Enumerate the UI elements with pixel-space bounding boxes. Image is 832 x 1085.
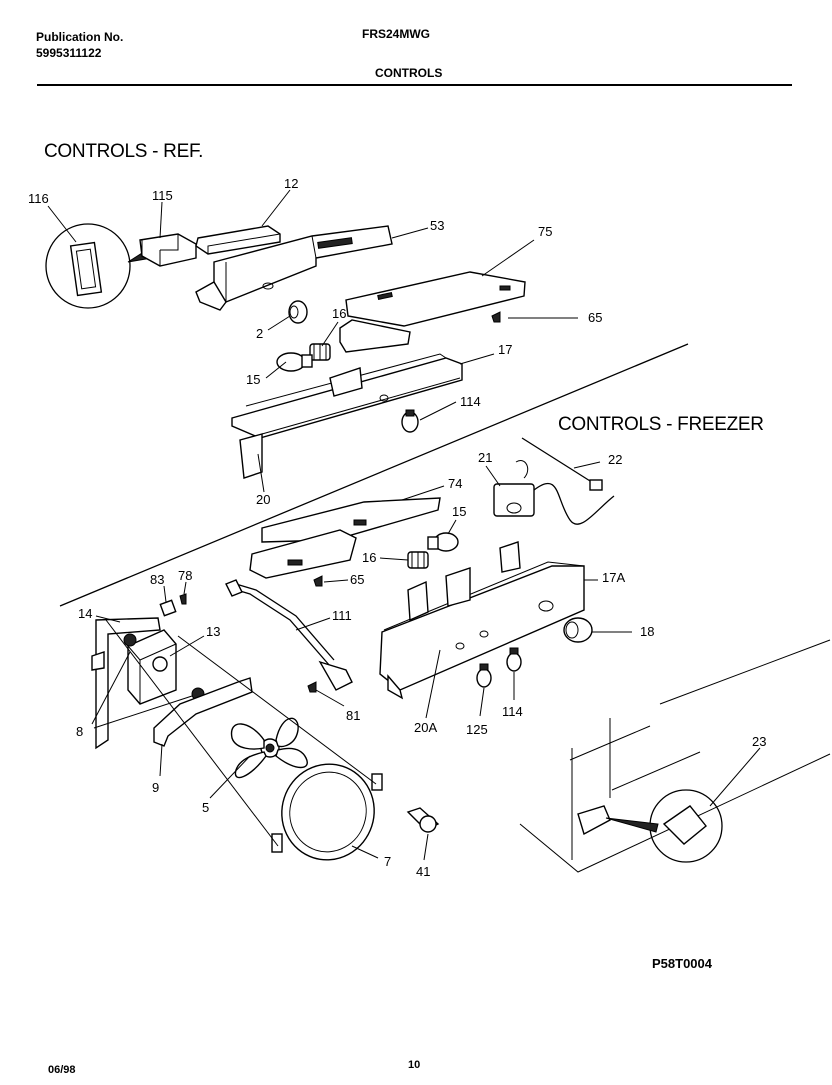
callout-75: 75 <box>538 224 552 239</box>
part-114-switch-ref <box>401 409 419 433</box>
part-74-cover-plate-freezer <box>249 497 441 579</box>
callout-16-freezer: 16 <box>362 550 376 565</box>
part-78-screw <box>179 593 187 605</box>
callout-125: 125 <box>466 722 488 737</box>
callout-8: 8 <box>76 724 83 739</box>
part-41-screw <box>406 807 440 833</box>
callout-18: 18 <box>640 624 654 639</box>
callout-17A: 17A <box>602 570 625 585</box>
callout-81: 81 <box>346 708 360 723</box>
footer-date: 06/98 <box>48 1064 76 1076</box>
callout-17: 17 <box>498 342 512 357</box>
part-15-bulb-freezer <box>427 532 459 552</box>
callout-53: 53 <box>430 218 444 233</box>
part-16-lamp-socket-ref <box>309 343 331 361</box>
publication-label: Publication No. <box>36 30 124 44</box>
publication-number: 5995311122 <box>36 46 102 60</box>
callout-21: 21 <box>478 450 492 465</box>
part-12-control-knob-housing <box>195 225 281 255</box>
callout-23: 23 <box>752 734 766 749</box>
callout-12: 12 <box>284 176 298 191</box>
part-16-lamp-socket-freezer <box>407 551 429 569</box>
part-65-screw-freezer <box>313 575 323 587</box>
header-rule <box>37 84 792 86</box>
callout-14: 14 <box>78 606 92 621</box>
callout-16-ref: 16 <box>332 306 346 321</box>
part-115-actuator <box>139 233 197 267</box>
part-83-clip <box>159 599 177 617</box>
group-divider-line <box>59 343 689 607</box>
callout-83: 83 <box>150 572 164 587</box>
part-21-thermostat <box>493 460 615 525</box>
part-125-switch <box>476 663 492 688</box>
callout-65-freezer: 65 <box>350 572 364 587</box>
part-5-fan-blade <box>230 717 308 779</box>
part-14-fan-bracket <box>91 617 161 750</box>
section-header: CONTROLS <box>375 66 443 80</box>
callout-115: 115 <box>152 188 173 203</box>
callout-20A: 20A <box>414 720 437 735</box>
part-75-cover-plate <box>339 271 526 353</box>
part-7-fan-shroud <box>271 763 383 861</box>
leader-lines <box>47 189 761 861</box>
model-number: FRS24MWG <box>362 27 431 41</box>
part-17-bracket-ref <box>231 353 463 479</box>
part-111-wire-harness <box>225 579 353 691</box>
callout-111: 111 <box>332 608 352 623</box>
section-title-ref: CONTROLS - REF. <box>44 141 204 162</box>
part-18-knob-freezer <box>563 617 593 643</box>
callout-41: 41 <box>416 864 430 879</box>
callout-2: 2 <box>256 326 263 341</box>
callout-20: 20 <box>256 492 270 507</box>
part-65-screw-ref <box>491 311 501 323</box>
callout-65-ref: 65 <box>588 310 602 325</box>
callout-114-ref: 114 <box>460 394 481 409</box>
part-2-knob <box>288 300 308 324</box>
part-9-motor-bracket <box>153 677 253 747</box>
part-116-detail <box>45 223 153 309</box>
callout-9: 9 <box>152 780 159 795</box>
callout-22: 22 <box>608 452 622 467</box>
page-number: 10 <box>408 1059 421 1071</box>
drawing-code: P58T0004 <box>652 956 712 971</box>
section-title-freezer: CONTROLS - FREEZER <box>558 414 764 435</box>
callout-13: 13 <box>206 624 220 639</box>
part-114-switch-freezer <box>506 647 522 672</box>
callout-5: 5 <box>202 800 209 815</box>
callout-74: 74 <box>448 476 462 491</box>
part-15-bulb-ref <box>276 352 313 372</box>
callout-114-freezer: 114 <box>502 704 523 719</box>
part-13-fan-motor <box>123 629 177 705</box>
callout-116: 116 <box>28 191 49 206</box>
part-23-detail <box>519 639 831 873</box>
part-17A-bracket-freezer <box>379 541 585 700</box>
callout-7: 7 <box>384 854 391 869</box>
part-53-control-housing <box>195 225 393 311</box>
callout-15-ref: 15 <box>246 372 260 387</box>
callout-78: 78 <box>178 568 192 583</box>
callout-15-freezer: 15 <box>452 504 466 519</box>
part-81-screw <box>307 681 317 693</box>
part-22-capillary-tube <box>521 437 603 491</box>
